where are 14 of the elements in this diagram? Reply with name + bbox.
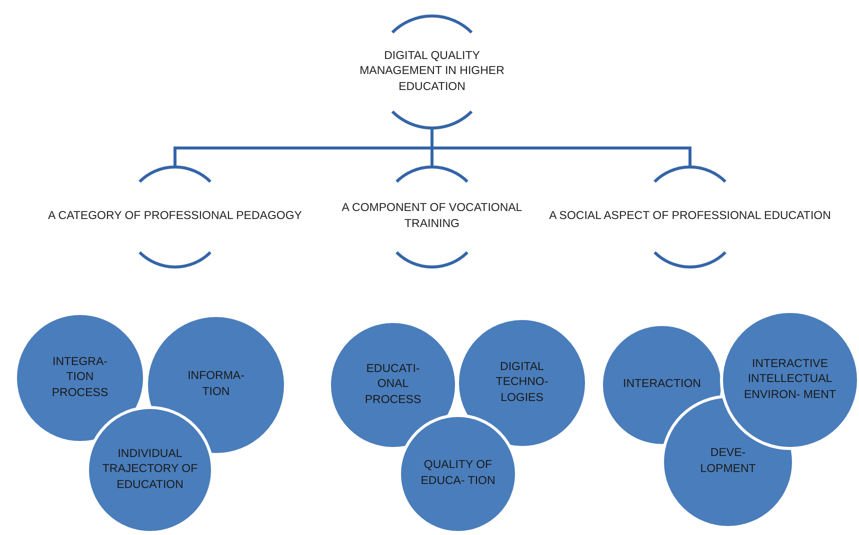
circle-label: INFORMA- TION bbox=[186, 369, 246, 400]
heading-text: A COMPONENT OF VOCATIONAL TRAINING bbox=[340, 201, 524, 232]
circle-label: INTERACTIVE INTELLECTUAL ENVIRON- MENT bbox=[743, 356, 837, 403]
circle-label: INDIVIDUAL TRAJECTORY OF EDUCATION bbox=[101, 446, 199, 493]
heading-text: A CATEGORY OF PROFESSIONAL PEDAGOGY bbox=[47, 209, 303, 224]
circle-label: QUALITY OF EDUCA- TION bbox=[420, 458, 496, 489]
heading-text: DIGITAL QUALITY MANAGEMENT IN HIGHER EDUCATION bbox=[358, 48, 506, 95]
circle-label: DEVE- LOPMENT bbox=[699, 446, 757, 477]
circle-label: DIGITAL TECHNO- LOGIES bbox=[494, 360, 550, 406]
connector-line bbox=[430, 128, 692, 167]
circle-label: INTERACTION bbox=[622, 377, 702, 392]
circle-label: INTEGRA- TION PROCESS bbox=[50, 354, 110, 401]
circle-label: EDUCATI- ONAL PROCESS bbox=[364, 362, 422, 408]
heading-text: A SOCIAL ASPECT OF PROFESSIONAL EDUCATION bbox=[548, 209, 832, 224]
